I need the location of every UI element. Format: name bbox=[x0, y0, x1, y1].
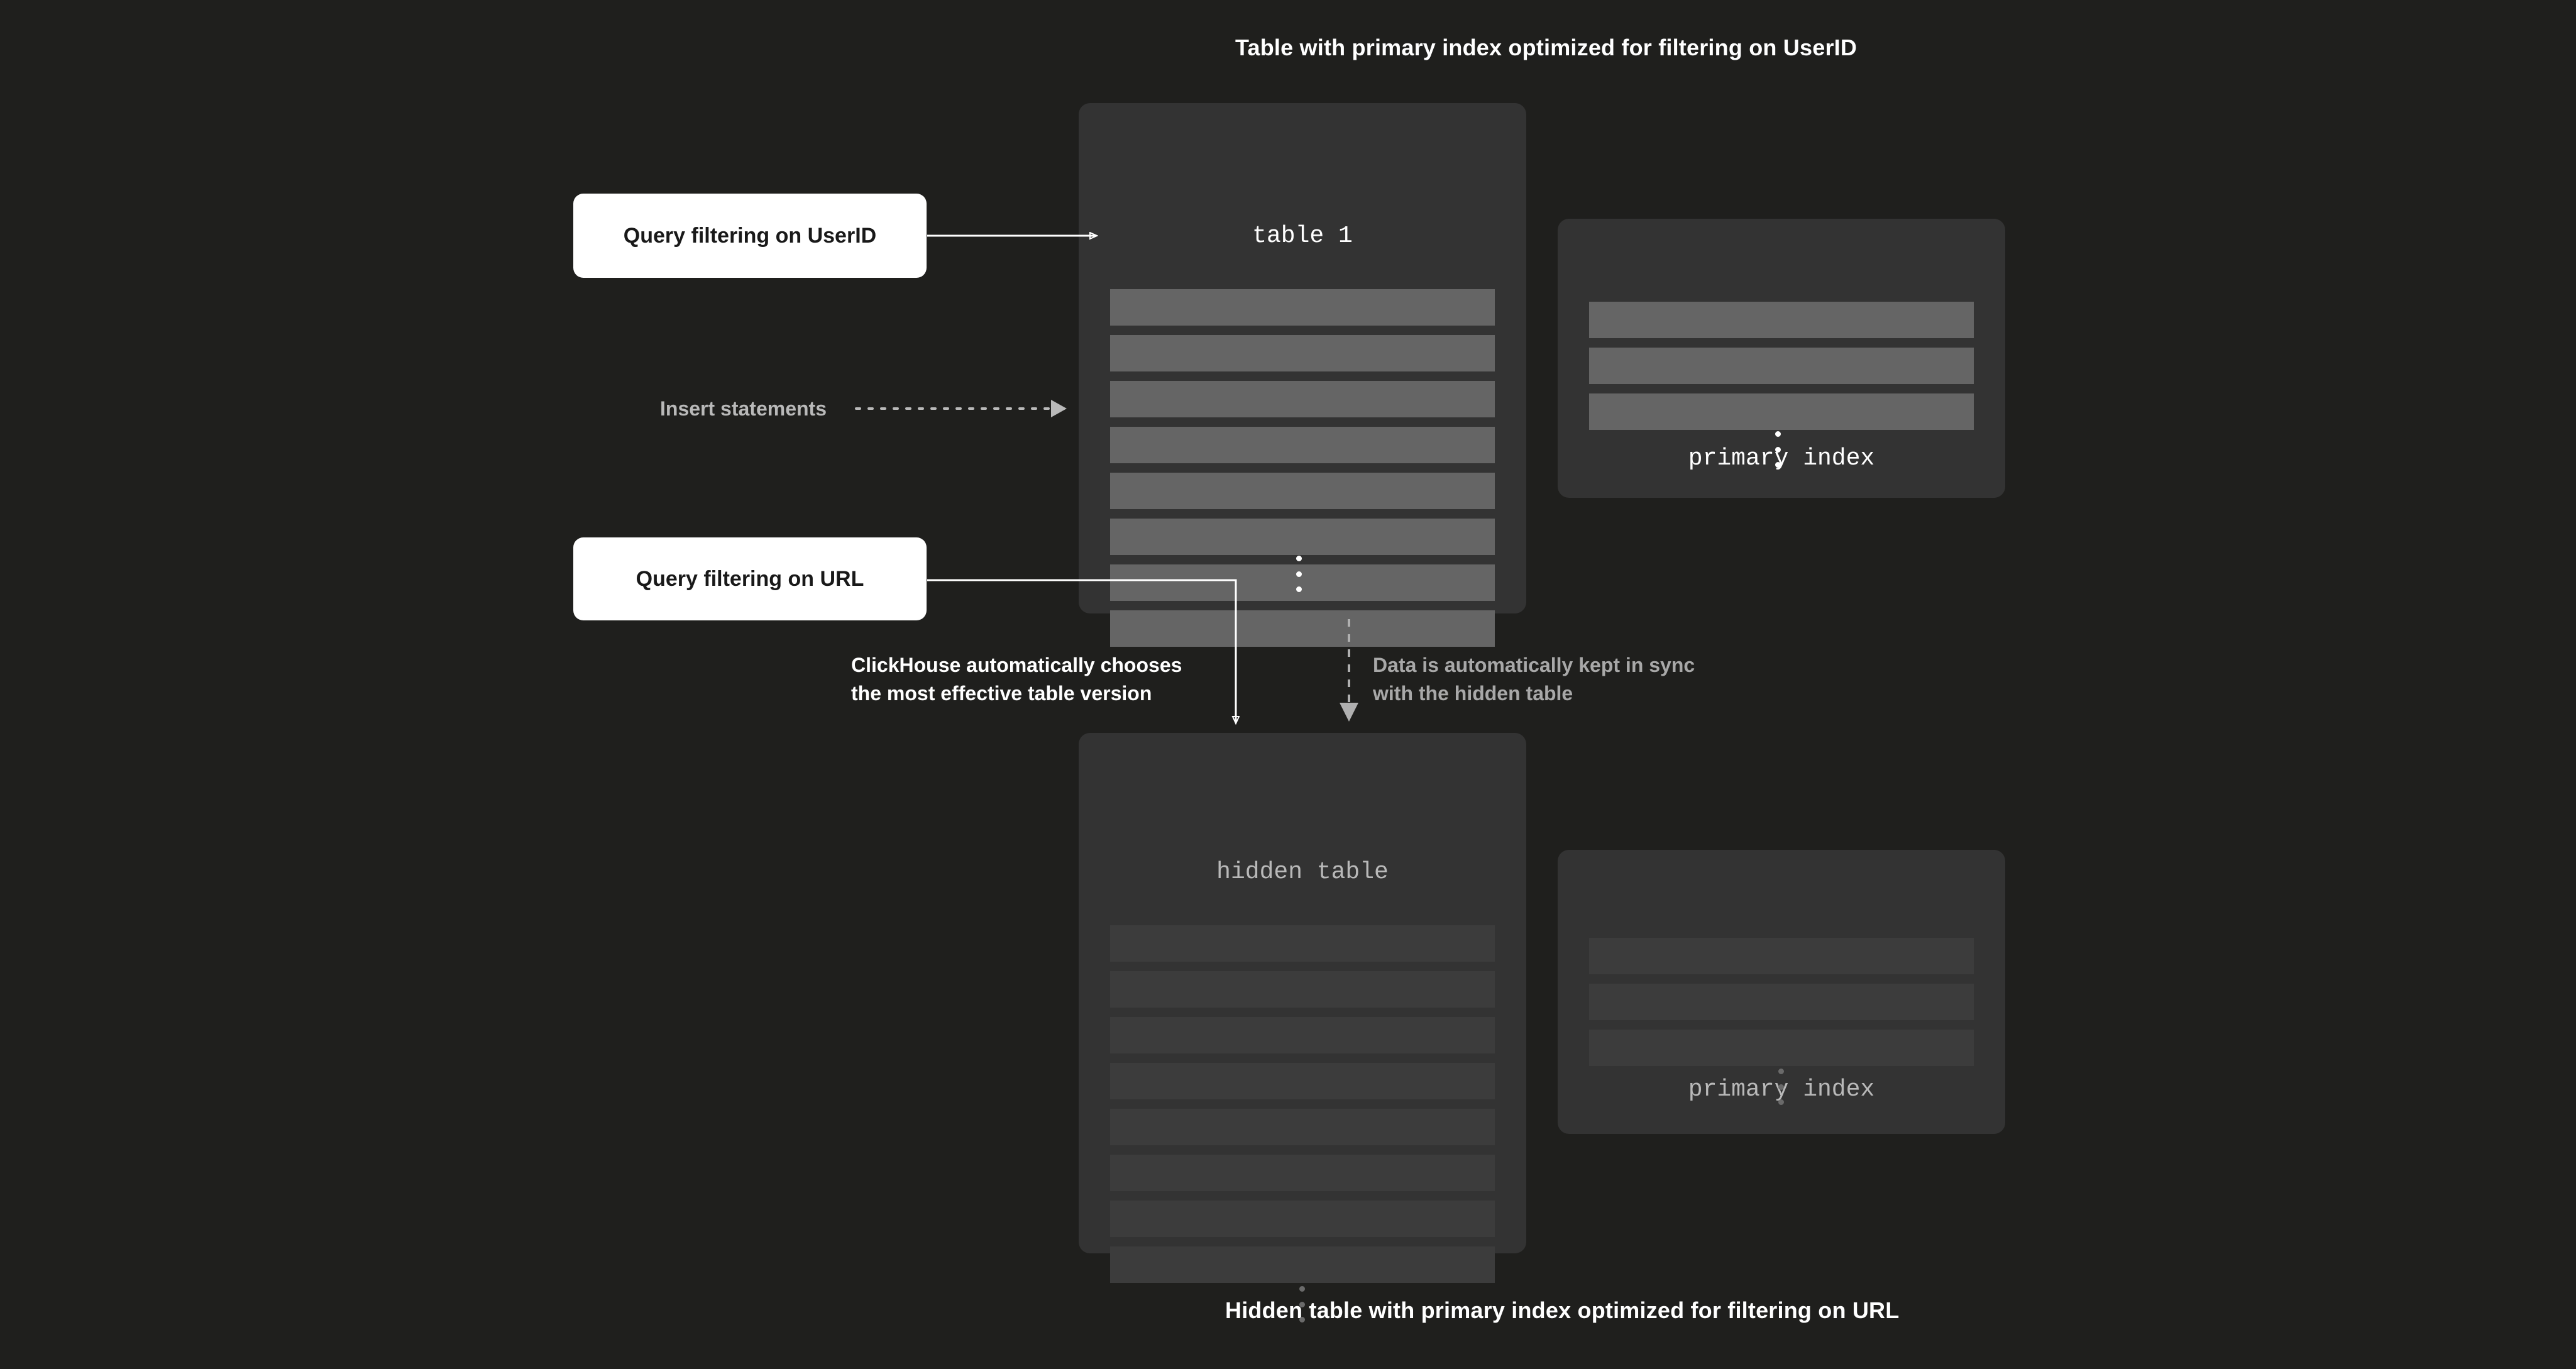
hidden-table-row bbox=[1110, 971, 1495, 1008]
hidden-table-row bbox=[1110, 1246, 1495, 1283]
table-row bbox=[1110, 473, 1495, 509]
hidden-table-row bbox=[1110, 1063, 1495, 1099]
panel-primary-index-top: primary index bbox=[1558, 219, 2005, 498]
panel-hidden-table: hidden table bbox=[1079, 733, 1526, 1322]
table-row bbox=[1110, 610, 1495, 647]
hidden-table-row bbox=[1110, 1109, 1495, 1145]
hidden-table-ellipsis-icon bbox=[1299, 1286, 1305, 1322]
hidden-table-row bbox=[1110, 1155, 1495, 1191]
table-row bbox=[1110, 564, 1495, 601]
table-row bbox=[1110, 381, 1495, 417]
index-row bbox=[1589, 393, 1974, 430]
index-row bbox=[1589, 984, 1974, 1020]
table-1-ellipsis-icon bbox=[1296, 556, 1302, 592]
annotation-insert-statements: Insert statements bbox=[660, 397, 827, 420]
table-row bbox=[1110, 335, 1495, 371]
panel-table-1: table 1 bbox=[1079, 103, 1526, 647]
primary-index-top-ellipsis-icon bbox=[1775, 431, 1781, 468]
primary-index-bottom-ellipsis-icon bbox=[1778, 1069, 1784, 1105]
panel-hidden-table-title: hidden table bbox=[1216, 859, 1389, 886]
annotation-clickhouse-chooses: ClickHouse automatically chooses the mos… bbox=[851, 654, 1182, 705]
panel-primary-index-top-title: primary index bbox=[1688, 445, 1875, 472]
index-row bbox=[1589, 348, 1974, 384]
table-row bbox=[1110, 289, 1495, 326]
table-row bbox=[1110, 519, 1495, 555]
table-row bbox=[1110, 427, 1495, 463]
bottom-caption: Hidden table with primary index optimize… bbox=[1225, 1297, 1900, 1323]
hidden-table-row bbox=[1110, 1201, 1495, 1237]
hidden-table-row bbox=[1110, 1017, 1495, 1053]
top-caption: Table with primary index optimized for f… bbox=[1235, 35, 1858, 60]
panel-table-1-title: table 1 bbox=[1252, 223, 1353, 250]
index-row bbox=[1589, 302, 1974, 338]
hidden-table-row bbox=[1110, 925, 1495, 962]
panel-primary-index-bottom-title: primary index bbox=[1688, 1076, 1875, 1103]
index-row bbox=[1589, 1030, 1974, 1066]
connector-sync-arrowhead bbox=[1340, 703, 1358, 722]
callout-query-filtering-userid[interactable]: Query filtering on UserID bbox=[573, 194, 927, 278]
index-row bbox=[1589, 938, 1974, 974]
panel-primary-index-bottom: primary index bbox=[1558, 850, 2005, 1134]
connector-insert-statements-arrowhead bbox=[1051, 400, 1067, 417]
annotation-data-kept-in-sync: Data is automatically kept in sync with … bbox=[1373, 654, 1695, 705]
callout-query-filtering-url[interactable]: Query filtering on URL bbox=[573, 537, 927, 620]
